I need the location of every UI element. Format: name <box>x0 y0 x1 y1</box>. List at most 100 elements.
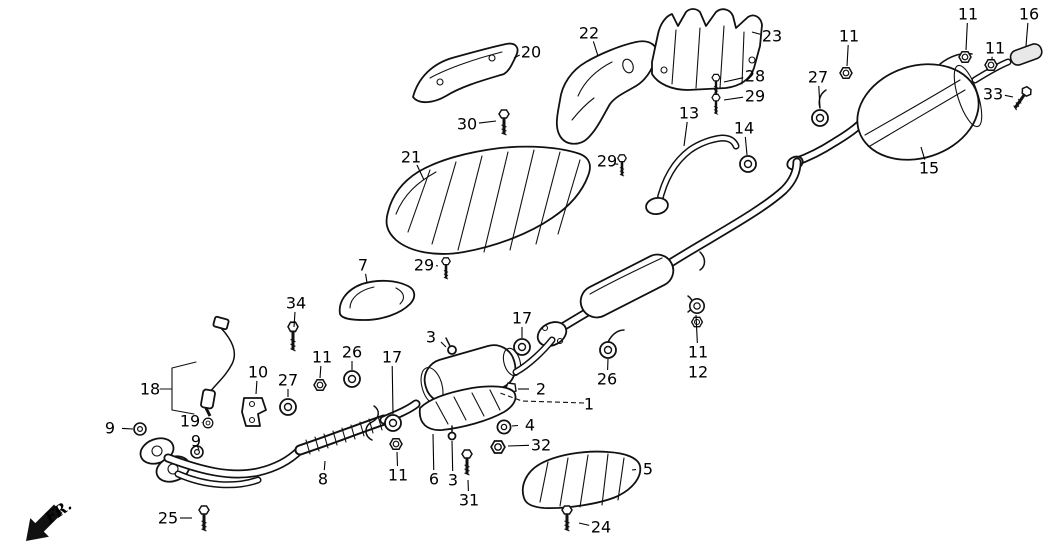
leader-line <box>751 31 761 35</box>
part-label-23: 23 <box>762 27 782 46</box>
washer-4 <box>496 419 512 435</box>
nut-11 <box>839 67 853 79</box>
leader-line <box>196 444 200 450</box>
leader-line <box>293 311 296 328</box>
leader-line <box>1025 22 1029 47</box>
nut-11 <box>389 438 403 450</box>
part-exhaust-pipe-13 <box>645 134 740 216</box>
part-label-18: 18 <box>140 380 160 399</box>
leader-line <box>965 22 968 51</box>
rubber-hanger-26 <box>343 370 361 388</box>
part-label-2: 2 <box>536 380 546 399</box>
part-label-34: 34 <box>286 294 306 313</box>
part-heat-shield-7 <box>338 279 416 321</box>
leader-line <box>511 424 519 427</box>
part-bracket-10 <box>241 397 267 427</box>
part-label-1: 1 <box>584 395 594 414</box>
part-label-25: 25 <box>158 509 178 528</box>
part-label-31: 31 <box>459 491 479 510</box>
part-label-17b: 17 <box>382 348 402 367</box>
part-label-13: 13 <box>679 104 699 123</box>
bolt-33 <box>1008 83 1035 114</box>
part-front-pipe <box>139 437 305 489</box>
bolt-34 <box>286 320 300 353</box>
part-label-7: 7 <box>358 256 368 275</box>
part-heat-shield-5 <box>521 450 642 510</box>
part-label-10: 10 <box>248 363 268 382</box>
part-label-26b: 26 <box>342 343 362 362</box>
assembly-dash-line-1 <box>499 392 585 404</box>
part-label-6: 6 <box>429 470 439 489</box>
bolt-24 <box>560 504 574 533</box>
part-label-26a: 26 <box>597 370 617 389</box>
part-label-27b: 27 <box>278 371 298 390</box>
bolt-29 <box>616 153 628 178</box>
leader-line <box>1004 94 1014 98</box>
leader-line <box>920 146 926 160</box>
bolt-29 <box>440 256 452 281</box>
washer-9 <box>133 422 147 436</box>
leader-lines-layer <box>121 22 1029 526</box>
leader-line <box>255 380 258 395</box>
part-label-21: 21 <box>401 148 421 167</box>
grommet-17 <box>513 338 531 356</box>
part-manifold-cover-22 <box>555 40 658 145</box>
grommet-17 <box>384 414 402 432</box>
nut-11 <box>313 379 327 391</box>
part-label-29a: 29 <box>745 87 765 106</box>
leader-line <box>818 85 821 109</box>
leader-line <box>121 427 134 430</box>
bolt-25 <box>197 504 211 533</box>
part-label-27a: 27 <box>808 68 828 87</box>
part-converter-cover-6 <box>418 385 517 431</box>
leader-line <box>432 433 435 471</box>
part-sensor-boss-3b <box>447 425 457 441</box>
part-label-32: 32 <box>531 436 551 455</box>
part-label-9a: 9 <box>105 419 115 438</box>
part-label-12: 12 <box>688 363 708 382</box>
nut-32 <box>490 440 506 454</box>
part-converter-cover-21 <box>385 145 591 255</box>
part-label-11f: 11 <box>388 466 408 485</box>
leader-line <box>478 120 497 124</box>
leader-line <box>451 440 454 472</box>
rubber-hanger-26 <box>599 341 617 359</box>
part-label-24: 24 <box>591 518 611 537</box>
bolt-30 <box>497 108 511 137</box>
part-label-3b: 3 <box>448 471 458 490</box>
washer-19 <box>202 417 214 429</box>
leader-line <box>578 522 590 526</box>
part-pipe-tip-16 <box>1009 43 1043 66</box>
leader-line <box>846 44 849 67</box>
part-label-17a: 17 <box>512 309 532 328</box>
part-label-5: 5 <box>643 460 653 479</box>
part-label-9b: 9 <box>191 432 201 451</box>
part-sensor-boss-3 <box>445 337 457 355</box>
part-label-20: 20 <box>521 43 541 62</box>
part-muffler-15 <box>786 52 1012 171</box>
leader-line <box>416 164 425 181</box>
fr-direction-arrow: FR. <box>26 496 75 541</box>
leader-line <box>513 54 520 59</box>
part-heat-shield-23 <box>651 8 763 91</box>
nut-11 <box>984 59 998 71</box>
part-label-33: 33 <box>983 85 1003 104</box>
part-heat-baffle-20 <box>412 42 519 104</box>
leader-line <box>440 341 447 348</box>
part-label-14: 14 <box>734 119 754 138</box>
part-label-11c: 11 <box>839 27 859 46</box>
bolt-29 <box>710 93 722 116</box>
part-label-16: 16 <box>1019 5 1039 24</box>
leader-line <box>323 460 326 471</box>
nut-11 <box>958 51 972 63</box>
part-label-8: 8 <box>318 470 328 489</box>
part-label-11e: 11 <box>312 348 332 367</box>
rubber-hanger-12 <box>688 297 706 315</box>
rubber-hanger-27 <box>811 109 829 127</box>
leader-line <box>319 365 322 379</box>
part-label-28: 28 <box>745 67 765 86</box>
leader-line <box>683 121 688 147</box>
